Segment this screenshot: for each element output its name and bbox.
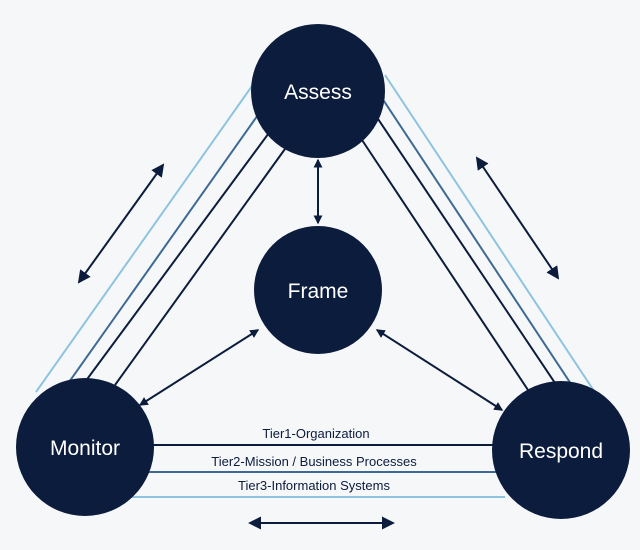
tier1-label: Tier1-Organization xyxy=(262,426,369,441)
tier2-left-line xyxy=(61,104,266,393)
tier1-right-line xyxy=(371,109,556,384)
monitor-node: Monitor xyxy=(16,378,154,516)
respond-node: Respond xyxy=(492,381,630,519)
tier1-right-inner-line xyxy=(361,139,529,391)
frame-respond-arrow xyxy=(375,329,504,411)
frame-node: Frame xyxy=(254,226,382,354)
left-flow-arrow xyxy=(77,163,165,284)
tier2-label: Tier2-Mission / Business Processes xyxy=(211,454,417,469)
tier2-right-line xyxy=(377,91,576,391)
assess-node: Assess xyxy=(251,24,385,158)
tier1-left-line xyxy=(84,117,281,383)
frame-label: Frame xyxy=(288,280,349,303)
right-flow-arrow xyxy=(475,156,560,280)
frame-monitor-arrow xyxy=(138,329,260,406)
monitor-label: Monitor xyxy=(50,437,120,460)
assess-label: Assess xyxy=(284,81,352,104)
tier3-label: Tier3-Information Systems xyxy=(238,478,390,493)
respond-label: Respond xyxy=(519,440,603,463)
tier3-right-line xyxy=(384,74,601,401)
